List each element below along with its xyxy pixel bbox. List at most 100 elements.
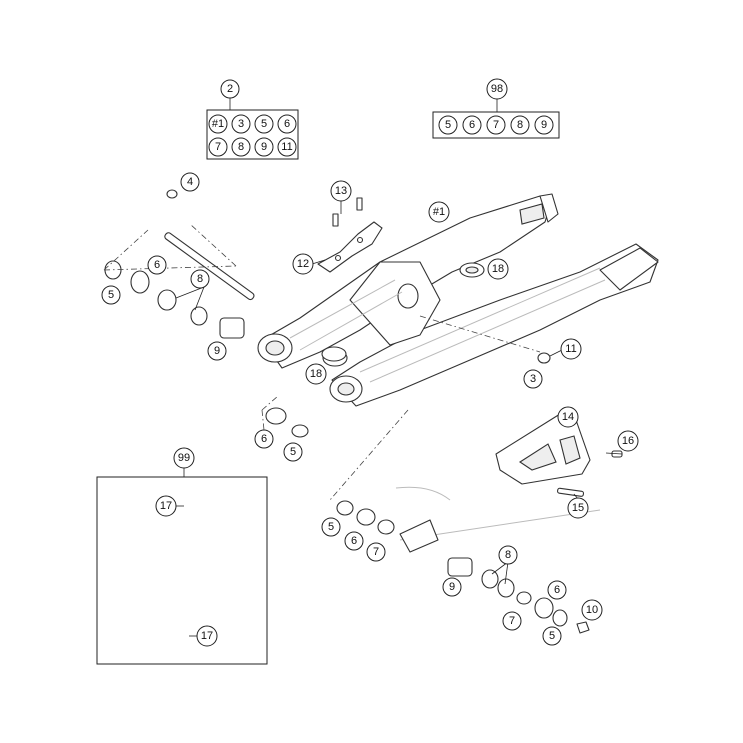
svg-text:7: 7 — [215, 141, 221, 153]
kit-98-contents: 5 6 7 8 9 — [438, 115, 554, 135]
callout-7-low: 7 — [366, 542, 386, 562]
chain-slider-bracket — [317, 197, 383, 273]
callout-10: 10 — [581, 599, 603, 621]
svg-text:7: 7 — [493, 119, 499, 131]
assembly-line-shaft — [103, 223, 237, 271]
svg-text:6: 6 — [284, 118, 290, 130]
callout-6-left: 6 — [147, 255, 167, 275]
svg-text:#1: #1 — [212, 118, 224, 130]
middle-bearing-stack — [265, 407, 309, 438]
kit-2-item-7: 11 — [277, 137, 297, 157]
svg-text:3: 3 — [530, 373, 536, 385]
svg-text:14: 14 — [562, 411, 574, 423]
callout-3: 3 — [523, 369, 543, 389]
svg-text:6: 6 — [351, 535, 357, 547]
svg-text:9: 9 — [261, 141, 267, 153]
chain-guide — [495, 413, 623, 497]
svg-text:3: 3 — [238, 118, 244, 130]
svg-text:4: 4 — [187, 176, 193, 188]
kit-2-item-1: 3 — [231, 114, 251, 134]
svg-text:8: 8 — [505, 549, 511, 561]
svg-text:6: 6 — [469, 119, 475, 131]
callout-9-low: 9 — [442, 577, 462, 597]
svg-text:13: 13 — [335, 185, 347, 197]
bush-3 — [537, 352, 551, 364]
kit-98-item-4: 9 — [534, 115, 554, 135]
callout-98: 98 — [486, 78, 508, 100]
svg-text:18: 18 — [310, 368, 322, 380]
callout-6-low: 6 — [344, 531, 364, 551]
kit-2-item-0: #1 — [208, 114, 228, 134]
assembly-line-middle — [261, 395, 279, 431]
kit-98-item-2: 7 — [486, 115, 506, 135]
callout-11: 11 — [560, 338, 582, 360]
callout-6-mid: 6 — [254, 429, 274, 449]
kit-98-item-1: 6 — [462, 115, 482, 135]
kit-98-item-3: 8 — [510, 115, 530, 135]
callout-17-bottom: 17 — [196, 625, 218, 647]
rubber-ring-lower — [321, 346, 347, 362]
svg-text:9: 9 — [541, 119, 547, 131]
svg-text:6: 6 — [554, 584, 560, 596]
callout-8-low: 8 — [498, 545, 518, 565]
kit-2-item-4: 7 — [208, 137, 228, 157]
callout-13: 13 — [330, 180, 352, 202]
svg-text:7: 7 — [373, 546, 379, 558]
kit-2-item-5: 8 — [231, 137, 251, 157]
kit-2-item-2: 5 — [254, 114, 274, 134]
callout-5-mid: 5 — [283, 442, 303, 462]
svg-text:9: 9 — [449, 581, 455, 593]
svg-text:5: 5 — [108, 289, 114, 301]
callout-14: 14 — [557, 406, 579, 428]
assembly-line-right — [419, 315, 541, 353]
svg-text:99: 99 — [178, 452, 190, 464]
svg-text:8: 8 — [197, 273, 203, 285]
callout-15: 15 — [567, 497, 589, 519]
left-bearing-stack — [104, 260, 245, 339]
svg-text:6: 6 — [154, 259, 160, 271]
svg-text:17: 17 — [201, 630, 213, 642]
callout-2: 2 — [220, 79, 240, 99]
svg-text:10: 10 — [586, 604, 598, 616]
svg-text:5: 5 — [445, 119, 451, 131]
kit-2-item-6: 9 — [254, 137, 274, 157]
callout-9-left: 9 — [207, 341, 227, 361]
callout-5-left: 5 — [101, 285, 121, 305]
callout-6-right: 6 — [547, 580, 567, 600]
assembly-line-lower — [329, 409, 409, 501]
rubber-ring-upper — [459, 262, 485, 278]
callout-8-left: 8 — [190, 269, 210, 289]
svg-text:98: 98 — [491, 83, 503, 95]
kit-98-item-0: 5 — [438, 115, 458, 135]
svg-text:8: 8 — [238, 141, 244, 153]
svg-text:6: 6 — [261, 433, 267, 445]
callout-5-right: 5 — [542, 626, 562, 646]
svg-text:16: 16 — [622, 435, 634, 447]
svg-text:#1: #1 — [433, 206, 445, 218]
callout-99: 99 — [173, 447, 195, 469]
kit-99-box — [96, 476, 268, 665]
svg-text:15: 15 — [572, 502, 584, 514]
svg-text:8: 8 — [517, 119, 523, 131]
svg-text:5: 5 — [549, 630, 555, 642]
callout-17-top: 17 — [155, 495, 177, 517]
lower-bearing-stack — [336, 486, 601, 634]
callout-7-right: 7 — [502, 611, 522, 631]
svg-text:7: 7 — [509, 615, 515, 627]
svg-text:5: 5 — [328, 521, 334, 533]
svg-text:9: 9 — [214, 345, 220, 357]
svg-text:17: 17 — [160, 500, 172, 512]
callout-1-main: #1 — [428, 201, 450, 223]
svg-text:5: 5 — [261, 118, 267, 130]
callout-12: 12 — [292, 253, 314, 275]
leader-lines — [175, 97, 623, 637]
svg-text:11: 11 — [565, 343, 576, 355]
svg-text:18: 18 — [492, 263, 504, 275]
callout-16: 16 — [617, 430, 639, 452]
svg-text:12: 12 — [297, 258, 309, 270]
callout-18-top: 18 — [487, 258, 509, 280]
swingarm-body — [257, 193, 659, 407]
callout-5-low: 5 — [321, 517, 341, 537]
svg-text:11: 11 — [281, 141, 292, 153]
